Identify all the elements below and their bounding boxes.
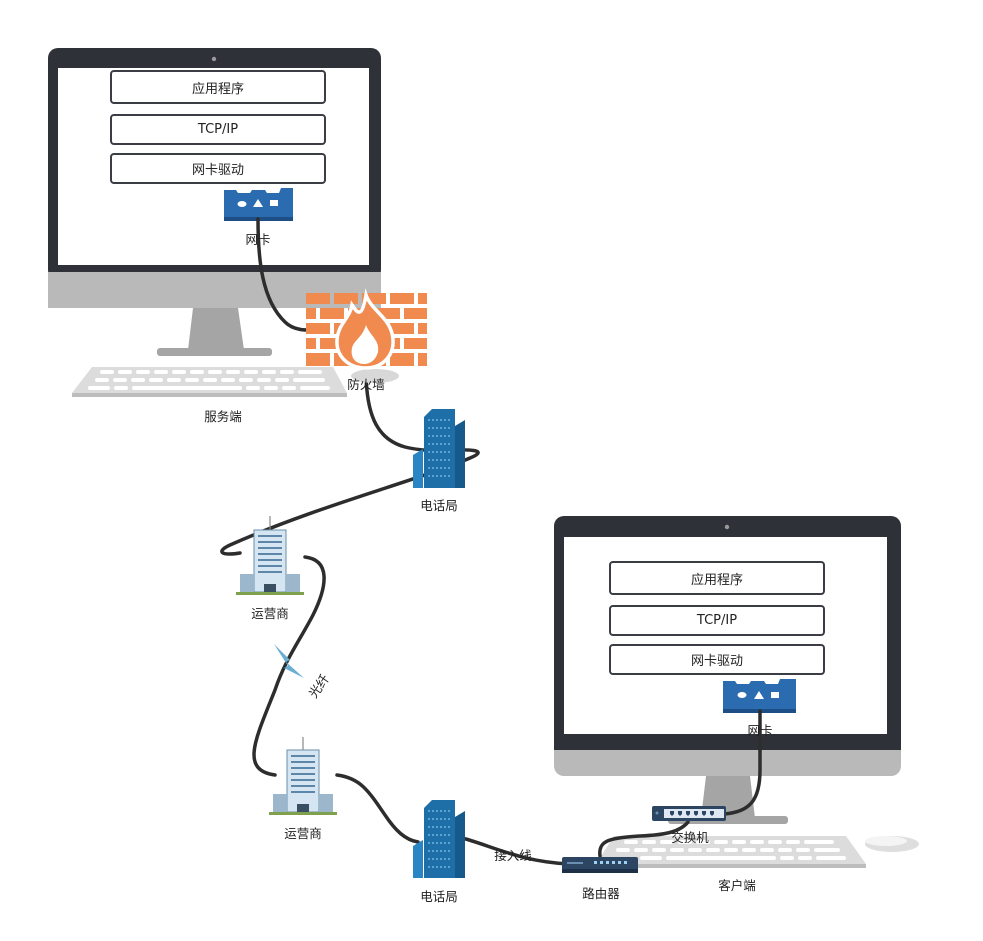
cable-carrier-telecom xyxy=(335,773,420,844)
switch-label: 交换机 xyxy=(671,830,709,845)
client-stack-application: 应用程序 xyxy=(609,561,825,595)
telecom-building-top-icon xyxy=(413,409,465,488)
server-nic-label: 网卡 xyxy=(245,232,271,247)
switch-icon xyxy=(652,806,726,821)
cable-switch-nic xyxy=(722,709,762,816)
carrier-building-top-icon xyxy=(236,516,304,595)
client-nic-label: 网卡 xyxy=(747,723,773,738)
client-stack-nic-driver: 网卡驱动 xyxy=(609,644,825,675)
carrier-bottom-label: 运营商 xyxy=(284,826,322,841)
telecom-top-label: 电话局 xyxy=(420,498,458,513)
client-keyboard-icon xyxy=(596,836,866,868)
server-stack-tcpip: TCP/IP xyxy=(110,114,326,145)
server-keyboard-icon xyxy=(72,367,347,397)
router-icon xyxy=(562,857,638,873)
telecom-building-bottom-icon xyxy=(413,800,465,878)
cable-router-switch xyxy=(598,820,690,858)
cable-carrier-fiber xyxy=(252,555,326,777)
firewall-icon xyxy=(306,288,427,383)
client-stack-tcpip: TCP/IP xyxy=(609,605,825,636)
router-label: 路由器 xyxy=(582,886,620,901)
server-caption: 服务端 xyxy=(204,409,242,424)
cable-telecom-carrier xyxy=(220,448,480,556)
carrier-top-label: 运营商 xyxy=(251,606,289,621)
fiber-label: 光纤 xyxy=(305,671,333,701)
access-line-label: 接入线 xyxy=(494,848,532,863)
mouse-icon xyxy=(865,836,919,852)
client-network-card-icon xyxy=(723,679,796,713)
firewall-label: 防火墙 xyxy=(347,377,385,392)
lightning-icon xyxy=(274,644,304,678)
cable-telecom-router xyxy=(460,836,572,866)
server-network-card-icon xyxy=(224,188,293,221)
server-stack-application: 应用程序 xyxy=(110,70,326,104)
carrier-building-bottom-icon xyxy=(269,737,337,815)
client-caption: 客户端 xyxy=(718,878,756,893)
telecom-bottom-label: 电话局 xyxy=(420,889,458,904)
server-stack-nic-driver: 网卡驱动 xyxy=(110,153,326,184)
